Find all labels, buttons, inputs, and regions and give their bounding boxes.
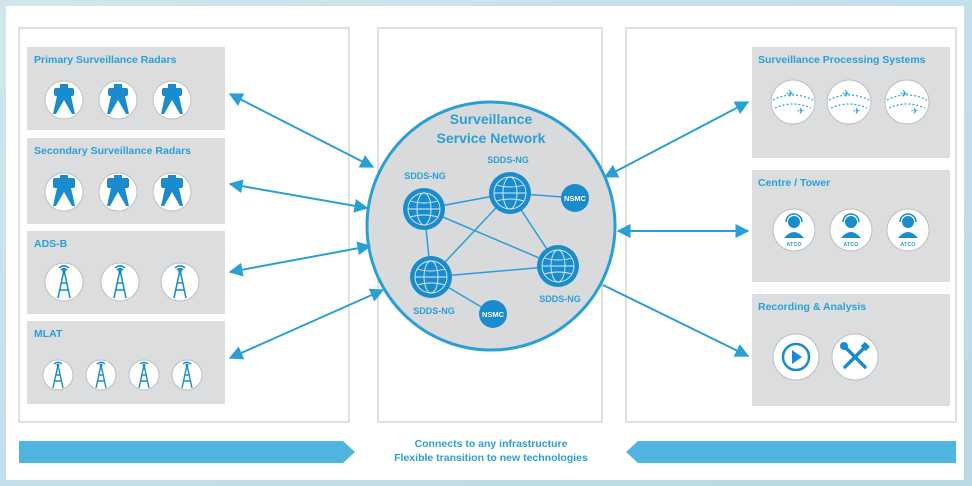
ads-b-antenna-icon: [160, 262, 200, 302]
nsmc-node: NSMC: [561, 184, 589, 212]
connection-arrows: [228, 93, 750, 360]
atco-controller-icon: ATCO: [772, 208, 816, 252]
group-title: ADS-B: [34, 238, 68, 250]
left-banner-arrow: [19, 441, 355, 463]
aircraft-track-icon: ✈✈: [826, 79, 872, 125]
svg-text:✈: ✈: [900, 89, 908, 100]
ads-b-antenna-icon: [100, 262, 140, 302]
play-icon: [772, 333, 820, 381]
arrow-secondary-radars: [228, 179, 369, 213]
group-title: MLAT: [34, 328, 63, 340]
tools-icon: [831, 333, 879, 381]
group-primary-surveillance-radars: Primary Surveillance Radars: [27, 47, 225, 130]
svg-text:✈: ✈: [797, 106, 805, 116]
group-centre-tower: Centre / Tower ATCO ATCO ATCO: [752, 170, 950, 282]
group-title: Primary Surveillance Radars: [34, 54, 177, 66]
sdds-ng-node: [489, 172, 531, 214]
arrow-primary-radars: [228, 93, 375, 168]
sdds-ng-label: SDDS-NG: [404, 171, 446, 181]
primary-radar-icon: [98, 80, 138, 120]
arrow-processing-systems: [603, 101, 750, 178]
mlat-antenna-icon: [85, 359, 117, 391]
right-banner-arrow: [626, 441, 956, 463]
mlat-antenna-icon: [128, 359, 160, 391]
nsmc-node: NSMC: [479, 300, 507, 328]
group-title: Recording & Analysis: [758, 301, 866, 313]
ads-b-antenna-icon: [44, 262, 84, 302]
network-title-line2: Service Network: [437, 130, 546, 146]
surveillance-service-network: Surveillance Service Network: [365, 100, 617, 352]
svg-text:✈: ✈: [786, 89, 794, 100]
atco-controller-icon: ATCO: [829, 208, 873, 252]
group-mlat: MLAT: [27, 321, 225, 404]
primary-radar-icon: [152, 80, 192, 120]
group-title: Centre / Tower: [758, 177, 830, 189]
mlat-antenna-icon: [42, 359, 74, 391]
network-title-line1: Surveillance: [450, 111, 533, 127]
footer-line2: Flexible transition to new technologies: [394, 452, 588, 464]
sdds-ng-node: [403, 188, 445, 230]
svg-text:NSMC: NSMC: [564, 194, 587, 203]
sdds-ng-node: [410, 256, 452, 298]
secondary-radar-icon: [44, 172, 84, 212]
arrow-mlat: [228, 288, 385, 360]
svg-text:ATCO: ATCO: [900, 242, 916, 248]
sdds-ng-node: [537, 245, 579, 287]
svg-text:✈: ✈: [853, 106, 861, 116]
svg-text:✈: ✈: [842, 89, 850, 100]
secondary-radar-icon: [98, 172, 138, 212]
svg-text:NSMC: NSMC: [482, 310, 505, 319]
sdds-ng-label: SDDS-NG: [487, 155, 529, 165]
svg-text:✈: ✈: [911, 106, 919, 116]
sdds-ng-label: SDDS-NG: [539, 294, 581, 304]
group-recording-analysis: Recording & Analysis: [752, 294, 950, 406]
group-ads-b: ADS-B: [27, 231, 225, 314]
primary-radar-icon: [44, 80, 84, 120]
arrow-recording-analysis: [602, 284, 750, 357]
svg-text:ATCO: ATCO: [786, 242, 802, 248]
atco-controller-icon: ATCO: [886, 208, 930, 252]
aircraft-track-icon: ✈✈: [884, 79, 930, 125]
secondary-radar-icon: [152, 172, 192, 212]
arrow-ads-b: [228, 241, 372, 277]
svg-text:ATCO: ATCO: [843, 242, 859, 248]
group-title: Surveillance Processing Systems: [758, 54, 926, 66]
footer-line1: Connects to any infrastructure: [415, 438, 568, 450]
group-title: Secondary Surveillance Radars: [34, 145, 191, 157]
group-surveillance-processing-systems: Surveillance Processing Systems ✈✈ ✈✈ ✈✈: [752, 47, 950, 158]
group-secondary-surveillance-radars: Secondary Surveillance Radars: [27, 138, 225, 224]
sdds-ng-label: SDDS-NG: [413, 306, 455, 316]
mlat-antenna-icon: [171, 359, 203, 391]
aircraft-track-icon: ✈✈: [770, 79, 816, 125]
